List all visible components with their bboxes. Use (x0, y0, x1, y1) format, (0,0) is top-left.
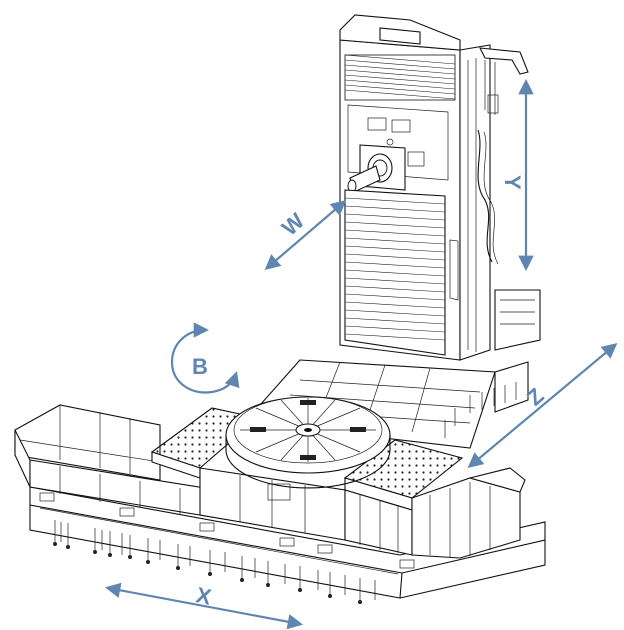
rotary-table (225, 396, 391, 489)
axis-label-b: B (192, 354, 208, 379)
x-axis-indicator: X (104, 582, 304, 630)
z-axis-indicator: Z (467, 343, 618, 468)
axis-label-y: Y (500, 175, 525, 190)
y-axis-indicator: Y (500, 78, 534, 272)
machine-column (339, 14, 491, 361)
cable-carrier-bracket (477, 47, 529, 265)
telescopic-covers-right (411, 467, 526, 559)
axis-label-x: X (194, 582, 214, 610)
table-carriage (199, 467, 413, 556)
w-axis-indicator: W (264, 199, 347, 271)
telescopic-covers-left (14, 404, 231, 521)
b-axis-indicator: B (170, 322, 240, 394)
